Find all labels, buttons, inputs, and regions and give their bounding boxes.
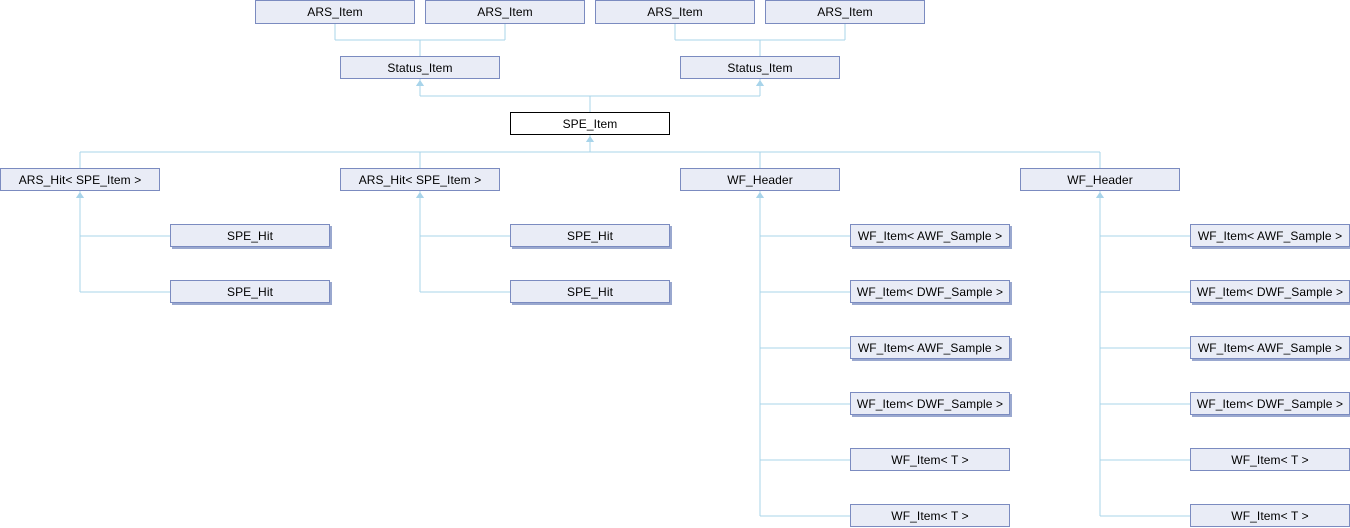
node-ars-hit-2[interactable]: ARS_Hit< SPE_Item >	[340, 168, 500, 191]
arrow-wf-header-2	[1096, 192, 1104, 198]
node-label: WF_Item< AWF_Sample >	[1197, 340, 1343, 355]
node-spe-hit-1a[interactable]: SPE_Hit	[170, 224, 330, 247]
node-status-1[interactable]: Status_Item	[340, 56, 500, 79]
node-ars-item-1[interactable]: ARS_Item	[255, 0, 415, 24]
node-wf-a6[interactable]: WF_Item< T >	[850, 504, 1010, 527]
node-label: ARS_Item	[647, 5, 703, 19]
node-label: WF_Header	[1067, 172, 1133, 187]
node-ars-item-2[interactable]: ARS_Item	[425, 0, 585, 24]
node-label: WF_Item< DWF_Sample >	[856, 284, 1004, 299]
node-label: WF_Item< AWF_Sample >	[857, 228, 1003, 243]
node-label: WF_Item< T >	[891, 452, 969, 467]
arrow-ars-hit-2	[416, 192, 424, 198]
node-wf-a3[interactable]: WF_Item< AWF_Sample >	[850, 336, 1010, 359]
node-label: WF_Item< DWF_Sample >	[856, 396, 1004, 411]
arrow-ars-hit-2	[416, 192, 424, 198]
node-label: WF_Header	[727, 172, 793, 187]
node-label: Status_Item	[387, 60, 453, 75]
node-ars-item-3[interactable]: ARS_Item	[595, 0, 755, 24]
node-wf-b6[interactable]: WF_Item< T >	[1190, 504, 1350, 527]
node-label: SPE_Item	[562, 116, 618, 131]
node-wf-b5[interactable]: WF_Item< T >	[1190, 448, 1350, 471]
node-label: ARS_Hit< SPE_Item >	[18, 172, 142, 187]
arrow-status-2	[756, 80, 764, 86]
node-label: WF_Item< DWF_Sample >	[1196, 284, 1344, 299]
node-spe-hit-2b[interactable]: SPE_Hit	[510, 280, 670, 303]
node-wf-b2[interactable]: WF_Item< DWF_Sample >	[1190, 280, 1350, 303]
node-ars-item-4[interactable]: ARS_Item	[765, 0, 925, 24]
node-label: WF_Item< AWF_Sample >	[1197, 228, 1343, 243]
node-wf-b1[interactable]: WF_Item< AWF_Sample >	[1190, 224, 1350, 247]
arrow-status-1	[416, 80, 424, 86]
node-wf-header-1[interactable]: WF_Header	[680, 168, 840, 191]
node-wf-header-2[interactable]: WF_Header	[1020, 168, 1180, 191]
node-label: SPE_Hit	[226, 284, 274, 299]
node-wf-a2[interactable]: WF_Item< DWF_Sample >	[850, 280, 1010, 303]
arrow-spe-item	[586, 136, 594, 142]
node-spe-hit-1b[interactable]: SPE_Hit	[170, 280, 330, 303]
node-label: WF_Item< AWF_Sample >	[857, 340, 1003, 355]
node-label: WF_Item< T >	[1231, 508, 1309, 523]
arrow-wf-header-2	[1096, 192, 1104, 198]
node-status-2[interactable]: Status_Item	[680, 56, 840, 79]
node-label: SPE_Hit	[566, 284, 614, 299]
arrow-wf-header-1	[756, 192, 764, 198]
arrow-ars-hit-1	[76, 192, 84, 198]
node-label: ARS_Item	[817, 5, 873, 19]
arrow-status-1	[416, 80, 424, 86]
node-wf-a1[interactable]: WF_Item< AWF_Sample >	[850, 224, 1010, 247]
node-label: ARS_Item	[307, 5, 363, 19]
node-label: ARS_Item	[477, 5, 533, 19]
node-label: WF_Item< T >	[891, 508, 969, 523]
node-wf-a5[interactable]: WF_Item< T >	[850, 448, 1010, 471]
node-label: ARS_Hit< SPE_Item >	[358, 172, 482, 187]
node-label: WF_Item< DWF_Sample >	[1196, 396, 1344, 411]
arrow-status-2	[756, 80, 764, 86]
node-wf-b4[interactable]: WF_Item< DWF_Sample >	[1190, 392, 1350, 415]
node-spe-hit-2a[interactable]: SPE_Hit	[510, 224, 670, 247]
node-wf-a4[interactable]: WF_Item< DWF_Sample >	[850, 392, 1010, 415]
node-ars-hit-1[interactable]: ARS_Hit< SPE_Item >	[0, 168, 160, 191]
node-label: Status_Item	[727, 60, 793, 75]
arrow-ars-hit-1	[76, 192, 84, 198]
node-spe-item[interactable]: SPE_Item	[510, 112, 670, 135]
node-label: SPE_Hit	[226, 228, 274, 243]
arrow-spe-item	[586, 136, 594, 142]
node-label: WF_Item< T >	[1231, 452, 1309, 467]
arrow-wf-header-1	[756, 192, 764, 198]
node-label: SPE_Hit	[566, 228, 614, 243]
node-wf-b3[interactable]: WF_Item< AWF_Sample >	[1190, 336, 1350, 359]
